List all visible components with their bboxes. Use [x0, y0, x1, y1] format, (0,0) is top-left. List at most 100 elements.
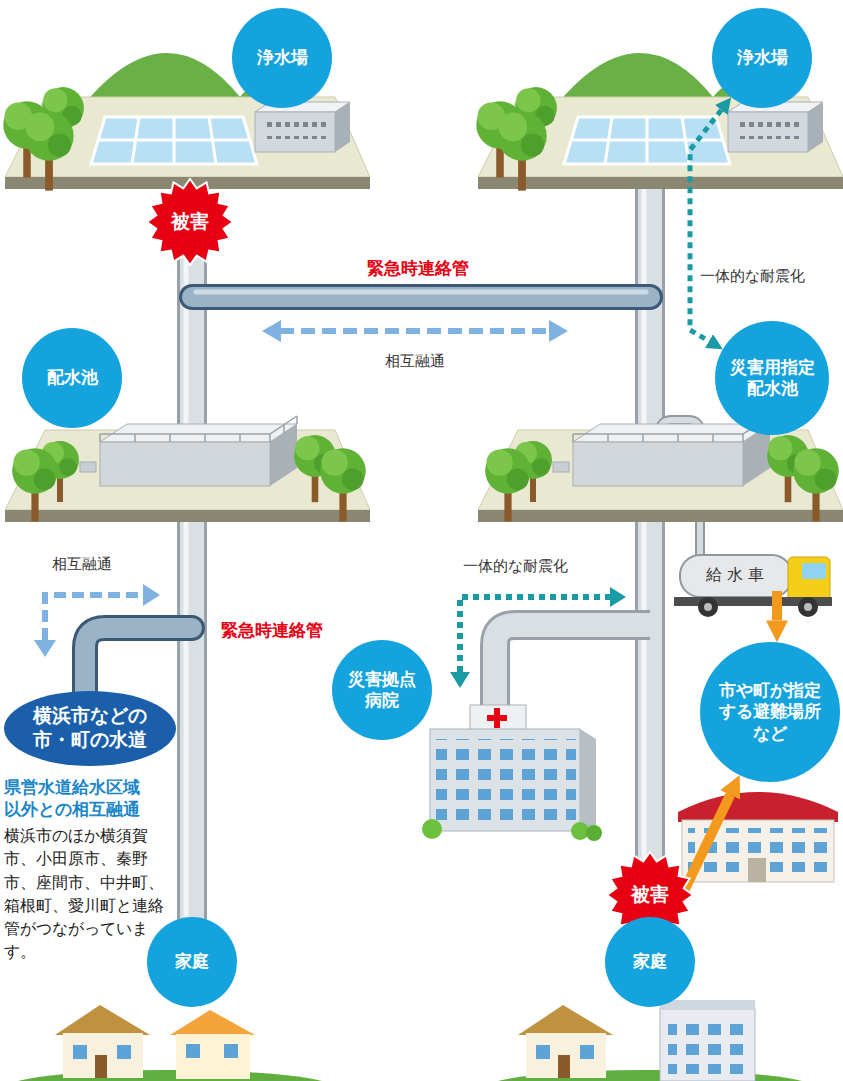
seismic-arrow	[610, 587, 626, 607]
seismic-label: 一体的な耐震化	[463, 557, 568, 577]
flow-label: 相互融通	[52, 555, 112, 575]
houses	[170, 1010, 255, 1035]
houses	[536, 1045, 550, 1059]
utility-ellipse-text: 横浜市などの市・町の水道	[30, 704, 150, 752]
emergency-pipe	[196, 290, 646, 295]
facility-circle: 浄水場	[232, 8, 332, 108]
houses	[55, 1005, 150, 1078]
main-pipes	[186, 189, 650, 920]
hospital-pipe	[495, 625, 650, 708]
houses	[73, 1045, 87, 1059]
hospital-building	[422, 705, 602, 841]
main-pipes	[192, 189, 650, 920]
seismic-arrow	[450, 587, 626, 688]
hospital-pipe	[495, 625, 650, 708]
hospital-building	[580, 729, 596, 835]
water-truck	[704, 603, 712, 611]
mutual-flow-arrow	[143, 584, 160, 606]
facility-circle-text: 配水池	[47, 367, 98, 388]
burst-shape	[147, 179, 233, 265]
houses	[660, 1008, 755, 1081]
school-building	[678, 792, 838, 882]
flow-label: 相互融通	[385, 352, 445, 372]
hospital-building	[436, 739, 576, 825]
damage-burst-text: 被害	[631, 883, 669, 907]
houses	[55, 1005, 150, 1035]
water-truck	[788, 557, 830, 603]
houses	[518, 1005, 613, 1035]
hospital-building	[430, 729, 580, 831]
houses	[186, 1044, 200, 1058]
houses	[117, 1045, 131, 1059]
houses	[558, 1055, 570, 1078]
seismic-arrow	[460, 597, 610, 672]
facility-circle-text: 浄水場	[737, 47, 788, 68]
home-circle-text: 家庭	[175, 951, 209, 972]
truck-label: 給水車	[685, 559, 785, 591]
houses	[526, 1033, 606, 1078]
houses	[170, 1010, 255, 1079]
houses	[176, 1034, 250, 1079]
mutual-flow-arrow	[34, 640, 56, 657]
facility-circle: 災害用指定配水池	[715, 321, 829, 435]
home-circle: 家庭	[605, 917, 695, 1007]
utility-ellipse: 横浜市などの市・町の水道	[4, 691, 176, 766]
reservoir	[5, 416, 370, 522]
emergency-pipe	[85, 628, 192, 700]
connector-arrow	[772, 591, 782, 620]
water-truck	[698, 597, 718, 617]
seismic-arrow	[450, 672, 470, 688]
facility-circle-text: 災害拠点病院	[346, 669, 418, 712]
note-heading: 県営水道給水区域以外との相互融通	[4, 776, 156, 820]
school-building	[748, 858, 766, 882]
houses	[5, 1070, 335, 1081]
main-pipes	[192, 189, 650, 920]
houses	[63, 1033, 143, 1078]
mutual-flow-arrow	[280, 328, 550, 334]
connector-arrow	[690, 110, 721, 341]
houses	[224, 1044, 238, 1058]
houses	[518, 1005, 613, 1078]
edge-label: 一体的な耐震化	[700, 267, 805, 287]
houses	[668, 1018, 748, 1074]
water-truck	[680, 555, 792, 597]
water-truck	[798, 597, 818, 617]
hospital-building	[422, 819, 442, 839]
home-circle-text: 家庭	[633, 951, 667, 972]
hospital-pipe	[495, 625, 650, 708]
pipe-label: 緊急時連絡管	[221, 619, 323, 641]
houses	[660, 1000, 755, 1081]
mutual-flow-arrow	[34, 584, 160, 657]
water-truck	[674, 555, 832, 617]
facility-circle: 災害拠点病院	[332, 640, 432, 740]
emergency-pipe	[192, 287, 650, 307]
hospital-building	[586, 825, 602, 841]
houses	[580, 1045, 594, 1059]
school-building	[678, 792, 838, 822]
shelter-circle: 市や町が指定する避難場所など	[700, 642, 840, 782]
water-truck	[804, 603, 812, 611]
mutual-flow-arrow	[262, 320, 281, 342]
facility-circle: 浄水場	[712, 8, 812, 108]
shelter-circle-text: 市や町が指定する避難場所など	[718, 680, 822, 744]
emergency-pipe	[85, 628, 192, 700]
home-circle: 家庭	[147, 917, 237, 1007]
pipe-label: 緊急時連絡管	[367, 257, 469, 279]
emergency-pipe	[192, 292, 650, 297]
hospital-building	[470, 705, 526, 731]
houses	[95, 1055, 107, 1078]
truck-label-text: 給水車	[701, 565, 769, 585]
damage-burst: 被害	[146, 178, 234, 266]
damage-burst-text: 被害	[171, 210, 209, 234]
mutual-flow-arrow	[262, 320, 568, 342]
houses	[660, 1000, 755, 1010]
water-truck	[802, 563, 826, 579]
houses	[5, 1000, 815, 1081]
note-body: 横浜市のほか横須賀市、小田原市、秦野市、座間市、中井町、箱根町、愛川町と連絡管が…	[4, 824, 170, 963]
hospital-building	[487, 715, 507, 721]
emergency-pipe	[192, 284, 650, 310]
facility-circle-text: 災害用指定配水池	[727, 357, 817, 400]
